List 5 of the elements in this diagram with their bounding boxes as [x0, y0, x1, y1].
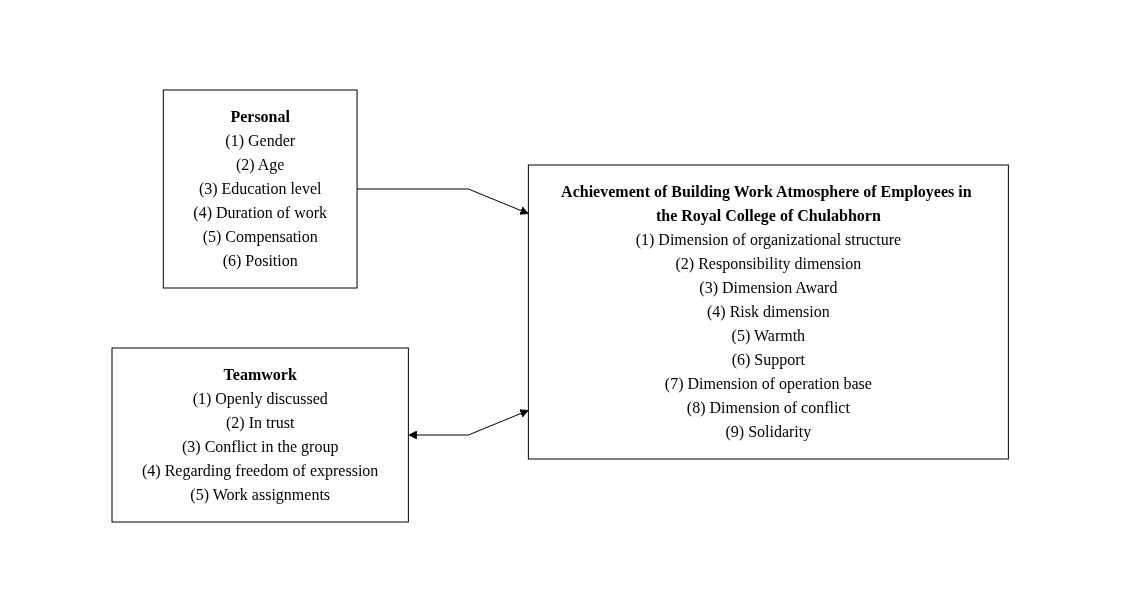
arrow — [356, 188, 530, 215]
arrow — [408, 409, 530, 440]
node-box: Personal (1) Gender (2) Age (3) Education level (4) Duration of work (5) Compensation (6) Position — [163, 89, 358, 289]
node-box: Achievement of Building Work Atmosphere of Employees in the Royal College of Chulabhorn (1) Dimension of organizational structure (2) Responsibility dimension (3) Dimension Award (4) Risk dimension (5) Warmth (6) Support (7) Dimension of operation base (8) Dimension of conflict (9) Solidarity — [528, 164, 1010, 460]
node-box: Teamwork (1) Openly discussed (2) In trust (3) Conflict in the group (4) Regarding freedom of expression (5) Work assignments — [111, 347, 410, 523]
